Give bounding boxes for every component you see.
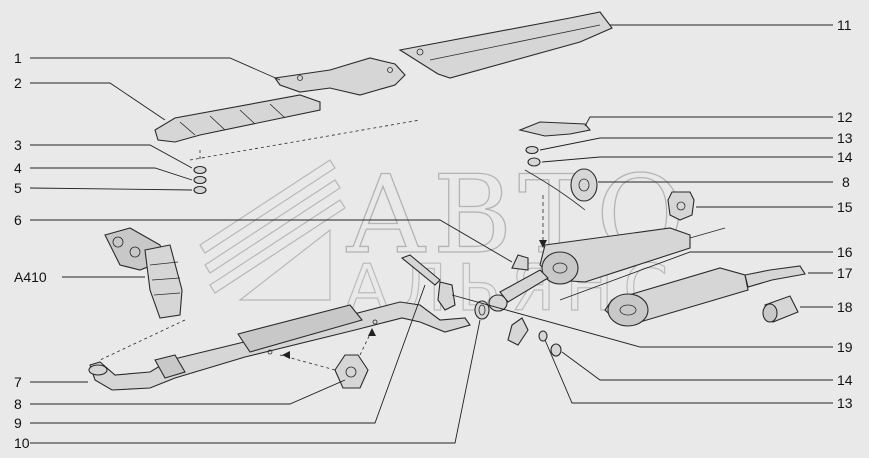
callout-9: 9 bbox=[14, 415, 22, 431]
callout-6: 6 bbox=[14, 212, 22, 228]
callout-13-top: 13 bbox=[837, 130, 853, 146]
manifold-dash bbox=[99, 319, 186, 361]
callout-3: 3 bbox=[14, 137, 22, 153]
callout-8-right: 8 bbox=[842, 174, 850, 190]
exhaust-tip-18 bbox=[762, 295, 799, 323]
mount8-dash2 bbox=[359, 329, 373, 356]
watermark-logo-stripes bbox=[199, 159, 346, 301]
washer-13-top bbox=[525, 145, 539, 155]
nut-3 bbox=[193, 165, 207, 175]
callout-15: 15 bbox=[837, 199, 853, 215]
washer-4 bbox=[193, 175, 207, 185]
heat-shield-11 bbox=[398, 11, 613, 79]
callout-12: 12 bbox=[837, 109, 853, 125]
callout-17: 17 bbox=[837, 265, 853, 281]
joint-pipe bbox=[488, 294, 508, 312]
callout-2: 2 bbox=[14, 75, 22, 91]
callout-4: 4 bbox=[14, 160, 22, 176]
muffler-17 bbox=[604, 265, 806, 327]
callout-7: 7 bbox=[14, 374, 22, 390]
arrow-markers bbox=[282, 240, 547, 359]
heat-shield-2 bbox=[154, 94, 321, 143]
callout-19: 19 bbox=[837, 339, 853, 355]
rubber-peg-6 bbox=[511, 254, 529, 271]
rubber-mount-8-right bbox=[570, 168, 598, 202]
rubber-ring-15 bbox=[667, 191, 695, 221]
callout-13-bottom: 13 bbox=[837, 395, 853, 411]
bracket-lower bbox=[507, 317, 529, 346]
washer-5 bbox=[193, 185, 207, 195]
rubber-mount-8-left bbox=[334, 354, 369, 389]
muffler-16 bbox=[499, 227, 726, 303]
front-pipe-7 bbox=[88, 301, 471, 391]
callout-a410: A410 bbox=[14, 269, 47, 285]
leader-lines bbox=[29, 24, 833, 444]
ring-10 bbox=[474, 300, 490, 320]
heat-shield-12 bbox=[518, 121, 592, 137]
nut-14-bottom bbox=[550, 343, 562, 357]
callouts-right: 11 12 13 14 8 15 16 17 18 19 14 13 bbox=[837, 17, 853, 411]
clamp-19 bbox=[437, 281, 456, 311]
callout-5: 5 bbox=[14, 180, 22, 196]
callout-11: 11 bbox=[837, 17, 852, 33]
heat-shield-1 bbox=[274, 57, 406, 96]
hanger-arc bbox=[524, 169, 586, 211]
callout-16: 16 bbox=[837, 244, 853, 260]
callout-10: 10 bbox=[14, 435, 30, 451]
callout-14-bottom: 14 bbox=[837, 372, 853, 388]
callout-14-top: 14 bbox=[837, 149, 853, 165]
bolt-9 bbox=[400, 254, 441, 286]
shield-dash-line bbox=[189, 119, 421, 161]
callout-1: 1 bbox=[14, 50, 22, 66]
washer-13-bottom bbox=[538, 330, 548, 342]
callout-8: 8 bbox=[14, 396, 22, 412]
manifold-a410 bbox=[104, 227, 183, 319]
callout-18: 18 bbox=[837, 299, 853, 315]
nut-14-top bbox=[527, 157, 541, 167]
callouts-left: 1 2 3 4 5 6 A410 7 8 9 10 bbox=[14, 50, 47, 451]
